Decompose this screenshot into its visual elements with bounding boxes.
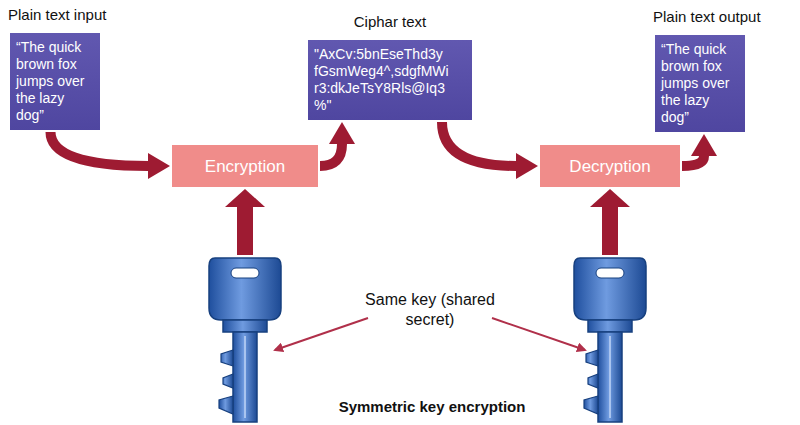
figure-caption: Symmetric key encryption (339, 398, 526, 415)
process-box: Decryption (540, 145, 680, 187)
box-text: Encryption (205, 158, 285, 175)
box-heading: Plain text input (8, 6, 106, 23)
box-text: "AxCv:5bnEseThd3y fGsmWeg4^,sdgfMWi r3:d… (314, 46, 466, 114)
box-text: Decryption (569, 158, 650, 175)
box-text: “The quick brown fox jumps over the lazy… (16, 39, 94, 124)
flow-arrow (51, 132, 149, 166)
flow-arrow (320, 144, 342, 166)
flow-arrow (442, 122, 516, 166)
plaintext-box: Plain text output“The quick brown fox ju… (655, 35, 745, 132)
ciphertext-box: Ciphar text"AxCv:5bnEseThd3y fGsmWeg4^,s… (308, 40, 472, 120)
box-text: “The quick brown fox jumps over the lazy… (661, 41, 739, 126)
box-heading: Plain text output (653, 8, 761, 25)
process-box: Encryption (172, 145, 318, 187)
box-heading: Ciphar text (354, 13, 427, 30)
leader-arrow (492, 318, 585, 350)
note-label: Same key (shared secret) (365, 290, 495, 330)
key-arrow (225, 189, 630, 255)
key-icon (574, 258, 646, 422)
flow-arrow (682, 156, 704, 166)
plaintext-box: Plain text input“The quick brown fox jum… (10, 33, 100, 130)
key-icon (209, 258, 281, 422)
leader-arrow (275, 318, 368, 350)
